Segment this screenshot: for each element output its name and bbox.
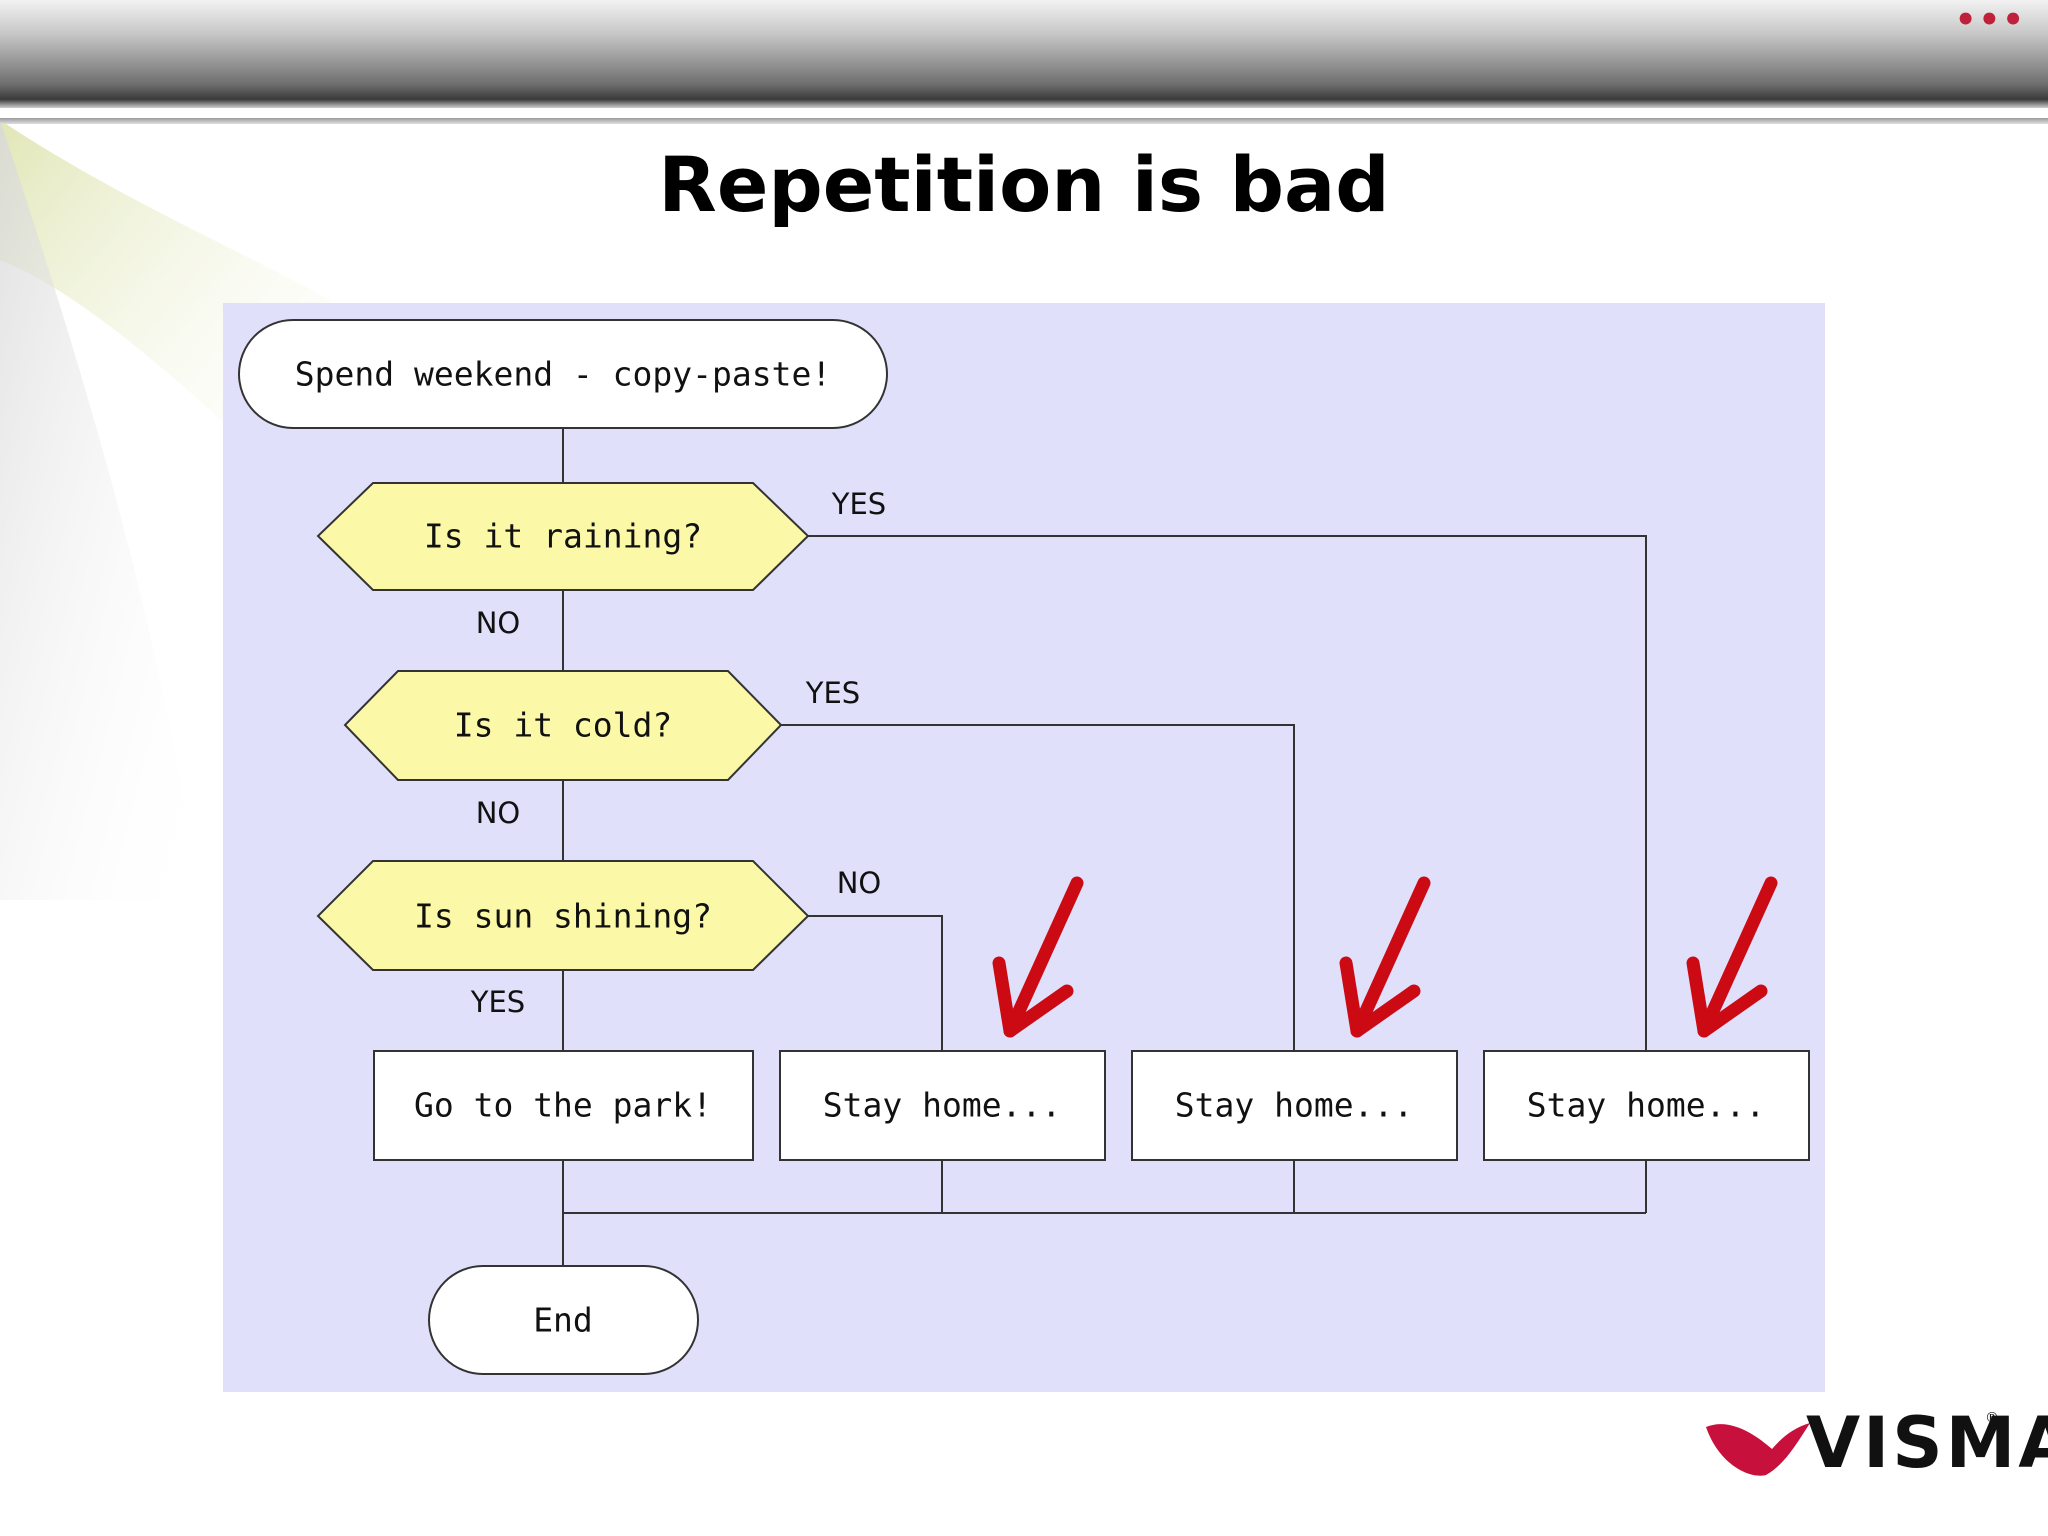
- edge-label-raining-yes: YES: [831, 487, 886, 521]
- action-label: Stay home...: [1175, 1086, 1413, 1125]
- red-arrow-icon: [1686, 876, 1778, 1038]
- edge-label-cold-yes: YES: [805, 676, 860, 710]
- red-arrow-icon: [992, 876, 1084, 1038]
- action-go-to-park: Go to the park!: [373, 1050, 754, 1161]
- end-node: End: [428, 1265, 699, 1375]
- menu-dots[interactable]: •••: [1954, 0, 2026, 40]
- end-node-label: End: [533, 1301, 593, 1340]
- edge-label-sun-no: NO: [837, 866, 882, 900]
- red-arrow-icon: [1339, 876, 1431, 1038]
- decision-raining-label: Is it raining?: [424, 517, 702, 556]
- decision-sun: Is sun shining?: [316, 860, 810, 971]
- decision-cold: Is it cold?: [343, 670, 783, 781]
- start-node-label: Spend weekend - copy-paste!: [295, 355, 831, 394]
- visma-swoosh-icon: [1706, 1423, 1810, 1476]
- header-bar: [0, 0, 2048, 108]
- edge-label-sun-yes: YES: [470, 985, 525, 1019]
- highlight-arrows: [992, 876, 1778, 1038]
- action-stay-home: Stay home...: [1483, 1050, 1810, 1161]
- flowchart: Spend weekend - copy-paste! Is it rainin…: [223, 303, 1825, 1392]
- decision-cold-label: Is it cold?: [454, 706, 673, 745]
- action-label: Go to the park!: [414, 1086, 712, 1125]
- registered-mark: ®: [1985, 1410, 1999, 1426]
- action-stay-home: Stay home...: [1131, 1050, 1458, 1161]
- action-stay-home: Stay home...: [779, 1050, 1106, 1161]
- slide-title: Repetition is bad: [658, 140, 1390, 229]
- decision-sun-label: Is sun shining?: [414, 897, 712, 936]
- start-node: Spend weekend - copy-paste!: [238, 319, 888, 429]
- edge-label-raining-no: NO: [476, 606, 521, 640]
- action-label: Stay home...: [1527, 1086, 1765, 1125]
- flowchart-background: [223, 303, 1825, 1392]
- connectors: [562, 428, 1647, 1266]
- visma-logo: [1706, 1423, 1810, 1476]
- visma-logo-text: VISMA: [1806, 1402, 2048, 1484]
- action-label: Stay home...: [823, 1086, 1061, 1125]
- edge-label-cold-no: NO: [476, 796, 521, 830]
- decision-raining: Is it raining?: [316, 482, 810, 591]
- header-divider: [0, 118, 2048, 124]
